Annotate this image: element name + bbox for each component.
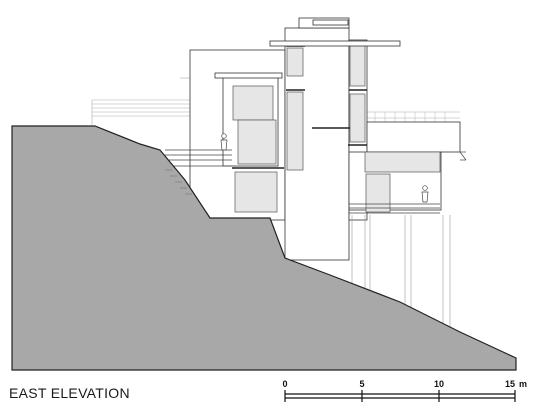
scale-label-15: 15 [505, 379, 515, 389]
scale-label-10: 10 [434, 379, 444, 389]
terraces [165, 149, 467, 214]
drawing-title: EAST ELEVATION [9, 385, 130, 401]
slope-stairs [165, 169, 192, 195]
scale-bar: 0 5 10 15 m [282, 379, 527, 402]
scale-label-0: 0 [282, 379, 287, 389]
human-figures [220, 133, 429, 203]
glazing [232, 43, 441, 213]
roof-plates [214, 17, 401, 79]
terrain [11, 125, 517, 371]
scale-label-5: 5 [359, 379, 364, 389]
scale-unit: m [519, 379, 527, 389]
support-columns [351, 215, 451, 332]
